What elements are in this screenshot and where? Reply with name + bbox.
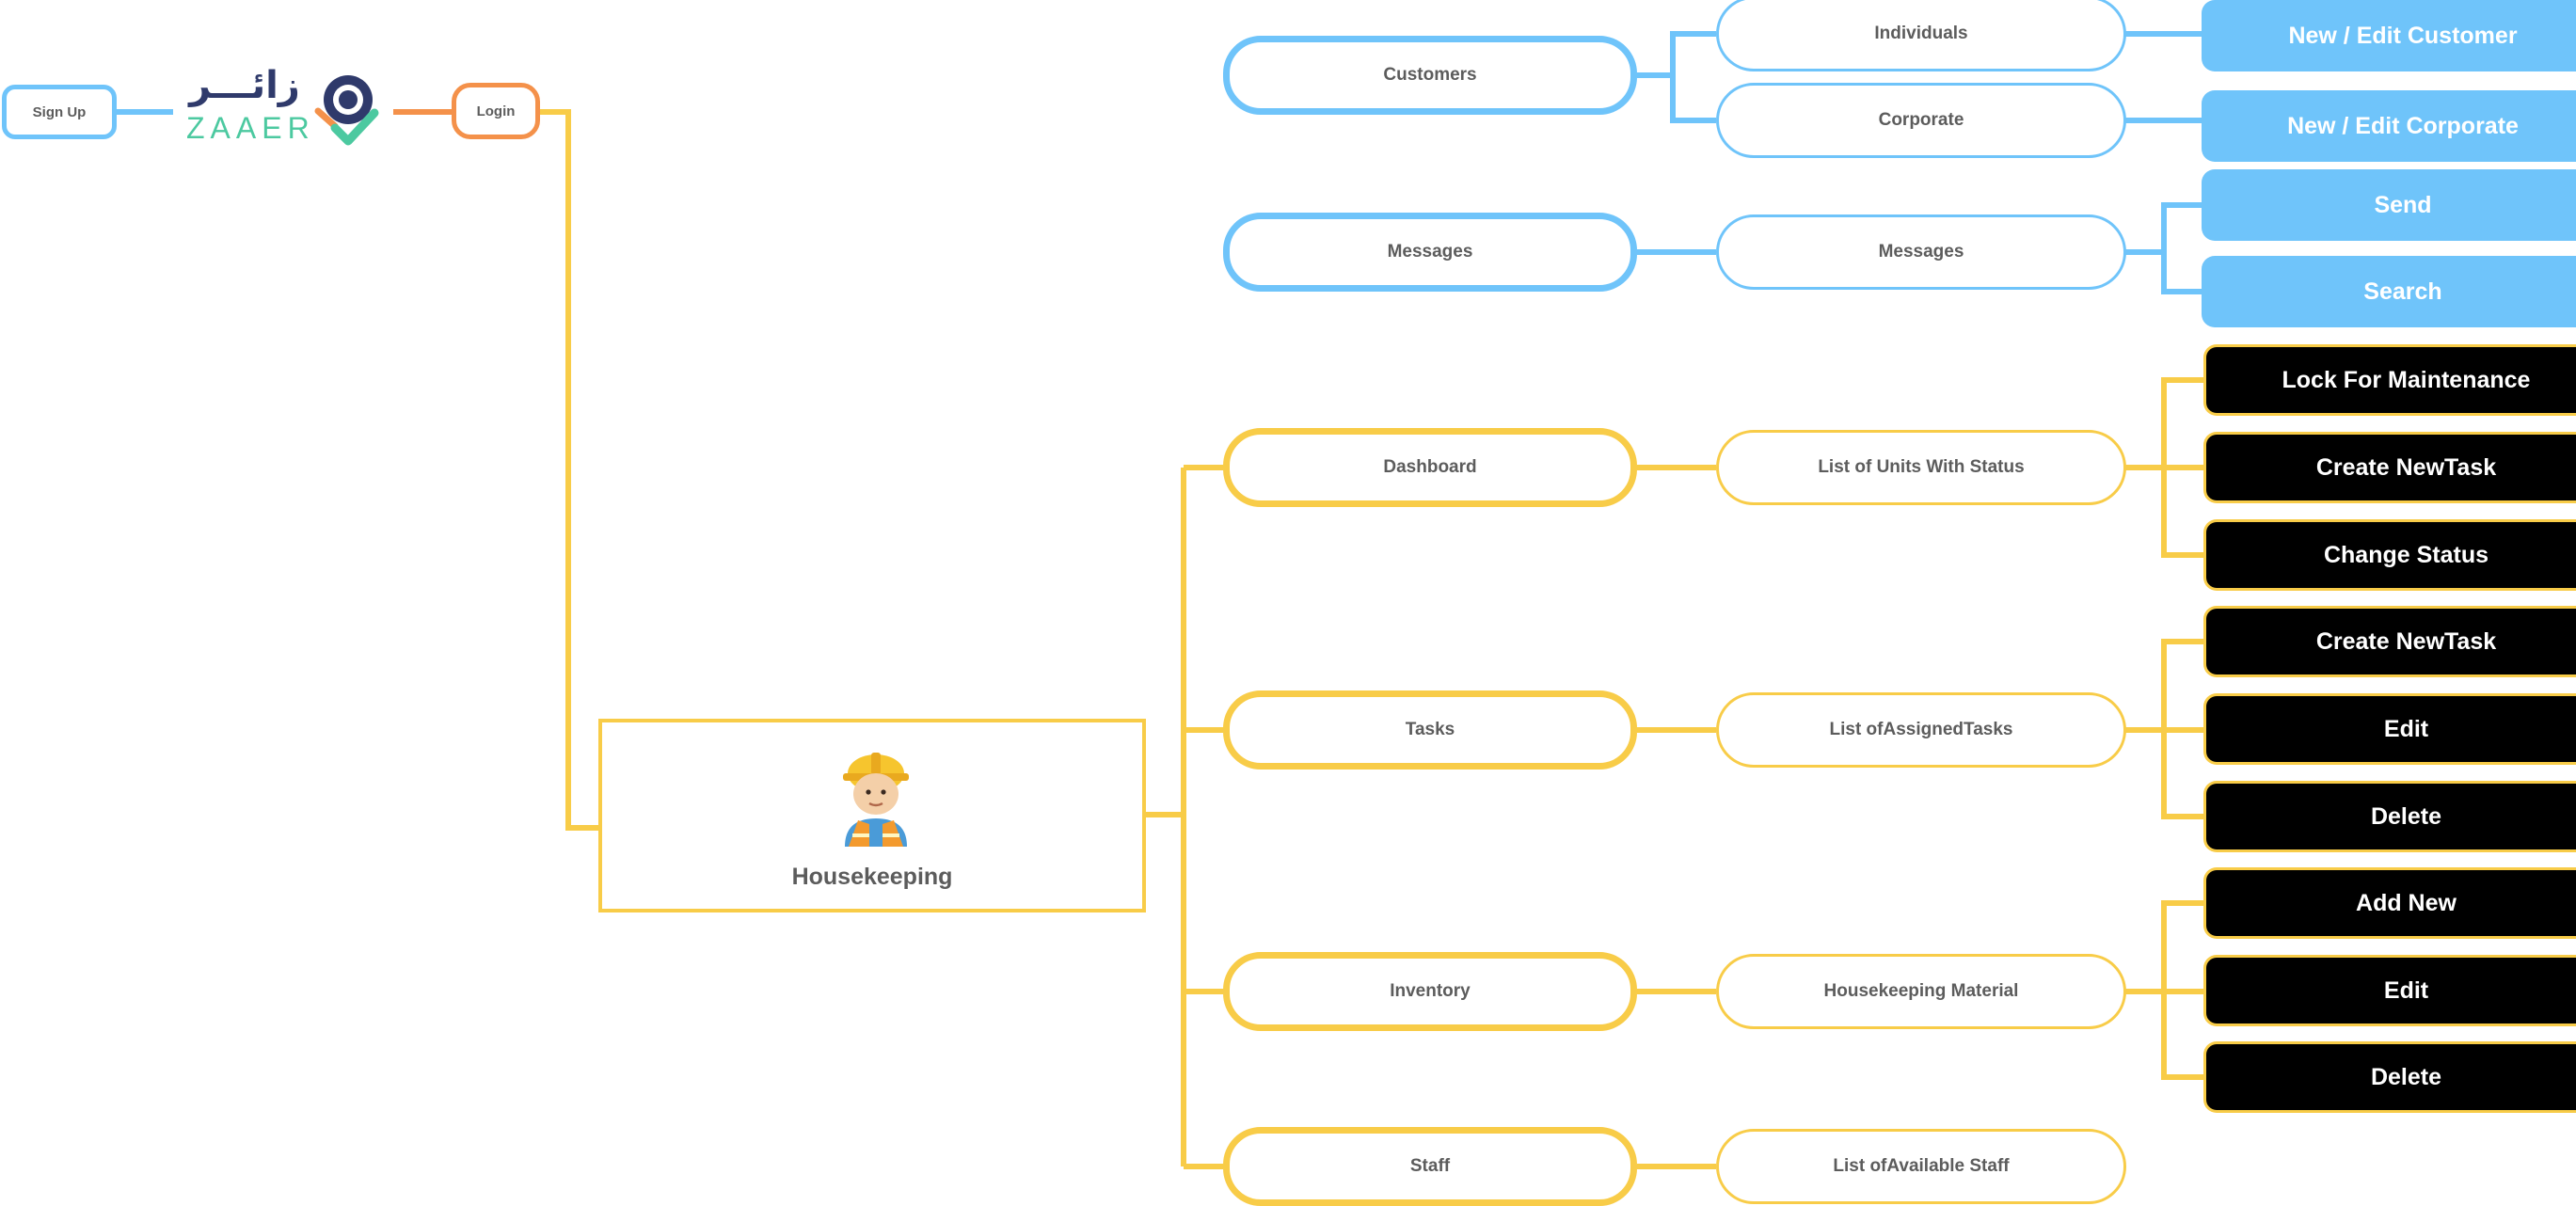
section-dashboard[interactable]: Dashboard — [1223, 428, 1637, 507]
new-edit-corporate-label: New / Edit Corporate — [2287, 112, 2519, 139]
node-messages-label: Messages — [1878, 242, 1964, 262]
section-customers[interactable]: Customers — [1223, 36, 1637, 115]
node-available-staff[interactable]: List ofAvailable Staff — [1716, 1129, 2126, 1204]
section-inventory[interactable]: Inventory — [1223, 952, 1637, 1031]
node-assigned-tasks-label: List ofAssignedTasks — [1829, 720, 2013, 739]
inventory-edit-label: Edit — [2383, 976, 2429, 1004]
inventory-edit-button[interactable]: Edit — [2203, 955, 2576, 1026]
node-corporate[interactable]: Corporate — [1716, 83, 2126, 158]
section-staff[interactable]: Staff — [1223, 1127, 1637, 1206]
tasks-list-to-create — [2124, 639, 2203, 733]
section-staff-label: Staff — [1409, 1156, 1451, 1176]
change-status-label: Change Status — [2323, 541, 2489, 568]
login-label: Login — [476, 103, 516, 119]
section-customers-label: Customers — [1383, 65, 1477, 85]
tasks-list-to-delete — [2161, 730, 2203, 819]
tasks-delete-label: Delete — [2370, 802, 2442, 830]
send-message-label: Send — [2374, 191, 2432, 218]
login-to-housekeeping-connector — [540, 109, 598, 831]
lock-for-maintenance-label: Lock For Maintenance — [2282, 366, 2531, 393]
dashboard-list-to-change — [2161, 468, 2203, 558]
node-individuals-label: Individuals — [1874, 24, 1968, 43]
messages-to-search — [2161, 252, 2203, 294]
node-messages[interactable]: Messages — [1716, 214, 2126, 290]
signup-label: Sign Up — [32, 103, 87, 120]
tasks-delete-button[interactable]: Delete — [2203, 781, 2576, 852]
messages-to-send — [2124, 202, 2203, 255]
inventory-add-new-label: Add New — [2356, 889, 2457, 916]
change-status-button[interactable]: Change Status — [2203, 519, 2576, 591]
logo-latin-text: ZAAER — [186, 111, 315, 145]
node-available-staff-label: List ofAvailable Staff — [1833, 1156, 2010, 1176]
signup-button[interactable]: Sign Up — [2, 85, 117, 139]
node-assigned-tasks[interactable]: List ofAssignedTasks — [1716, 692, 2126, 768]
node-units-status-label: List of Units With Status — [1818, 457, 2025, 477]
send-message-button[interactable]: Send — [2202, 169, 2576, 241]
dashboard-list-to-lock — [2124, 377, 2203, 470]
lock-for-maintenance-button[interactable]: Lock For Maintenance — [2203, 344, 2576, 416]
customers-to-corporate — [1670, 75, 1716, 123]
section-messages[interactable]: Messages — [1223, 213, 1637, 292]
customers-to-individuals — [1637, 31, 1716, 78]
housekeeping-root-node[interactable]: Housekeeping — [598, 719, 1146, 912]
location-pin-check-icon — [314, 75, 379, 146]
section-dashboard-label: Dashboard — [1383, 457, 1477, 477]
node-individuals[interactable]: Individuals — [1716, 0, 2126, 71]
material-to-delete — [2161, 992, 2203, 1080]
dashboard-create-task-label: Create NewTask — [2315, 453, 2497, 481]
inventory-delete-button[interactable]: Delete — [2203, 1041, 2576, 1113]
material-to-add — [2124, 900, 2203, 994]
zaaer-logo: زائـــر ZAAER — [184, 64, 391, 152]
dashboard-create-task-button[interactable]: Create NewTask — [2203, 432, 2576, 503]
inventory-add-new-button[interactable]: Add New — [2203, 867, 2576, 939]
tasks-edit-label: Edit — [2383, 715, 2429, 742]
section-tasks[interactable]: Tasks — [1223, 690, 1637, 770]
new-edit-customer-button[interactable]: New / Edit Customer — [2202, 0, 2576, 71]
construction-worker-icon — [843, 753, 909, 847]
housekeeping-label: Housekeeping — [791, 864, 953, 890]
new-edit-customer-label: New / Edit Customer — [2288, 22, 2518, 49]
section-messages-label: Messages — [1387, 242, 1473, 262]
tasks-edit-button[interactable]: Edit — [2203, 693, 2576, 765]
node-housekeeping-material[interactable]: Housekeeping Material — [1716, 954, 2126, 1029]
node-corporate-label: Corporate — [1878, 110, 1964, 130]
section-inventory-label: Inventory — [1390, 981, 1471, 1001]
logo-arabic-text: زائـــر — [189, 64, 300, 107]
new-edit-corporate-button[interactable]: New / Edit Corporate — [2202, 90, 2576, 162]
node-housekeeping-material-label: Housekeeping Material — [1823, 981, 2019, 1001]
tasks-create-task-label: Create NewTask — [2315, 627, 2497, 655]
login-button[interactable]: Login — [452, 83, 540, 139]
section-tasks-label: Tasks — [1405, 720, 1455, 739]
inventory-delete-label: Delete — [2370, 1063, 2442, 1090]
tasks-create-task-button[interactable]: Create NewTask — [2203, 606, 2576, 677]
node-units-status[interactable]: List of Units With Status — [1716, 430, 2126, 505]
search-message-label: Search — [2363, 278, 2442, 305]
search-message-button[interactable]: Search — [2202, 256, 2576, 327]
